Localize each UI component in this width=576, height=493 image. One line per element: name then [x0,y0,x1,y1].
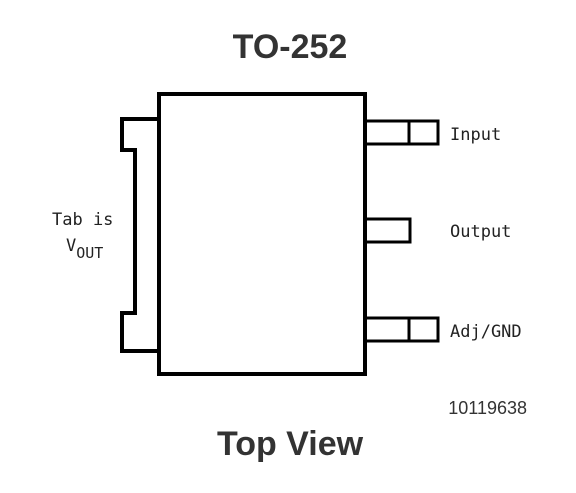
tab-label-v: V [66,236,76,256]
package-body [157,92,367,376]
tab-outline [120,117,159,353]
adj-gnd-lead [363,316,440,343]
input-lead [363,119,440,146]
view-label: Top View [217,425,364,463]
tab-label-line2: VOUT [66,236,103,262]
tab-label-v-subscript: OUT [76,244,103,262]
package-title: TO-252 [233,28,348,66]
drawing-number: 10119638 [448,398,527,418]
pin-label-adj-gnd: Adj/GND [450,322,522,342]
pin-label-input: Input [450,125,501,145]
tab-label-line1: Tab is [52,210,113,230]
pin-label-output: Output [450,222,511,242]
output-lead [363,217,412,244]
